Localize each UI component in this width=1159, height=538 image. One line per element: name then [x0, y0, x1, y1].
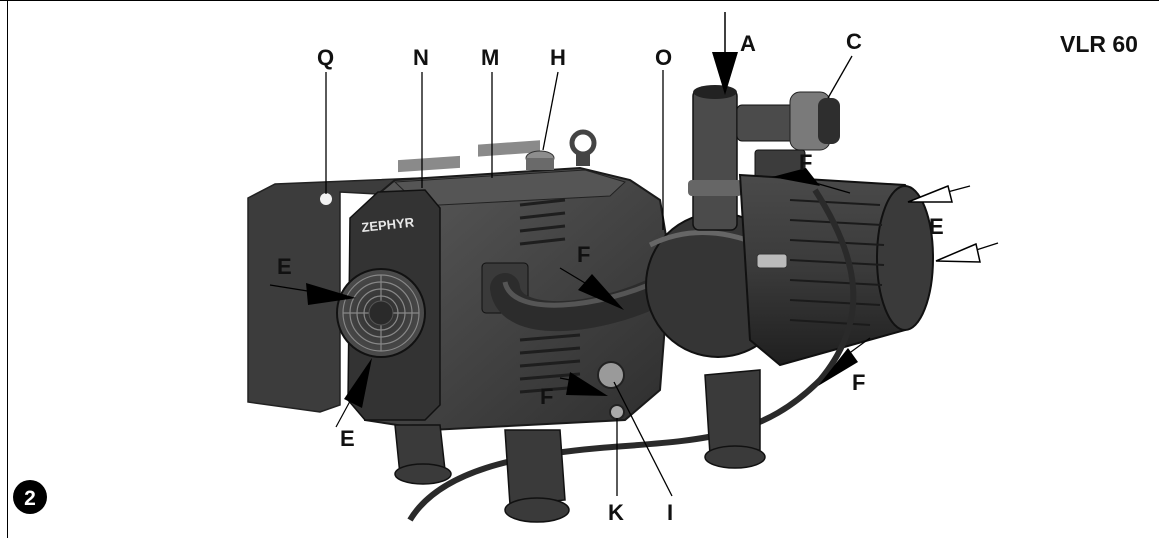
leader-c — [827, 55, 853, 99]
callout-f-low: F — [540, 384, 553, 409]
filler-cap-body — [526, 158, 554, 170]
callout-labels: VLR 60 A C Q N M H O F F F F E E E K I — [277, 29, 1138, 525]
callout-o: O — [655, 45, 672, 70]
callout-e-left: E — [277, 254, 292, 279]
arrow-f-right-head — [818, 348, 858, 386]
label-plate-m — [478, 140, 540, 157]
arrow-e-right-1-head — [907, 184, 953, 203]
leader-h — [542, 71, 559, 151]
motor-fins — [789, 199, 885, 326]
callout-e-bottom: E — [340, 426, 355, 451]
leader-lines — [325, 55, 853, 497]
valve-branch — [736, 104, 798, 142]
inlet-pipe-ring — [688, 180, 742, 196]
pump-feet — [394, 369, 766, 523]
brand-logo: ZEPHYR — [361, 214, 416, 234]
arrow-e-right-2-head — [935, 242, 981, 263]
arrow-f-low-head — [566, 372, 608, 396]
drain-plug-k — [609, 404, 625, 420]
callout-f-right: F — [852, 370, 865, 395]
arrow-e-left-head — [306, 283, 356, 305]
callout-h: H — [550, 45, 566, 70]
arrow-e-bottom-head — [344, 358, 372, 408]
callout-c: C — [846, 29, 862, 54]
connecting-hose — [490, 273, 675, 332]
valve-c-cap — [818, 98, 840, 144]
electric-box-dot — [320, 193, 332, 205]
lifting-eye-base — [576, 152, 590, 166]
pump-illustration: ZEPHYR — [247, 85, 934, 523]
arrow-f-mid-head — [578, 274, 624, 310]
callout-f-top: F — [799, 150, 812, 175]
callout-m: M — [481, 45, 499, 70]
callout-i: I — [667, 500, 673, 525]
inlet-pipe — [692, 89, 738, 231]
figure-number-badge: 2 — [13, 480, 47, 514]
fan-hub — [368, 300, 394, 326]
inlet-opening — [693, 85, 737, 99]
arrow-f-top-shaft — [811, 181, 851, 194]
figure-number: 2 — [24, 487, 36, 510]
connecting-hose-highlight — [502, 277, 662, 308]
model-label: VLR 60 — [1060, 31, 1138, 57]
callout-e-right: E — [929, 214, 944, 239]
drain-plug-i — [597, 361, 625, 389]
motor-end-cap — [876, 185, 934, 331]
callout-f-mid: F — [577, 242, 590, 267]
label-plate-n — [398, 155, 460, 173]
callout-n: N — [413, 45, 429, 70]
arrow-a-head — [712, 52, 738, 95]
lifting-eye — [569, 129, 597, 157]
callout-k: K — [608, 500, 624, 525]
flow-arrows — [269, 12, 999, 428]
leader-i — [613, 381, 673, 497]
figure-number-circle — [13, 480, 47, 514]
hose-clamp — [756, 253, 788, 269]
callout-q: Q — [317, 45, 334, 70]
arrow-f-top-head — [772, 168, 820, 186]
callout-a: A — [740, 31, 756, 56]
